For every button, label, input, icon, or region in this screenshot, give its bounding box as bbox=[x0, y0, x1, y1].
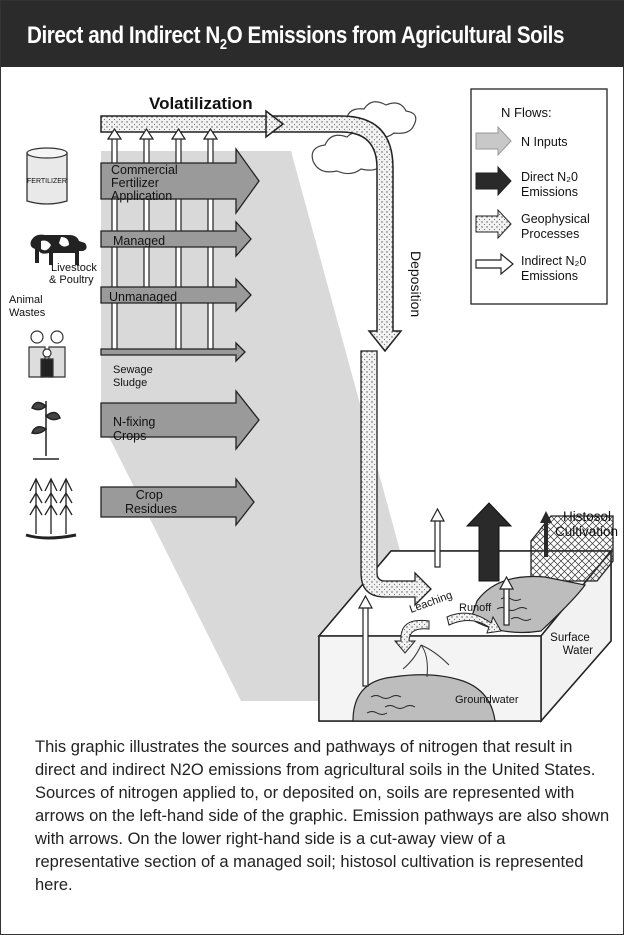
groundwater bbox=[352, 674, 496, 722]
volatilization-label: Volatilization bbox=[149, 94, 253, 113]
direct-emission-arrow bbox=[465, 502, 513, 582]
deposition-to-soil-arrow bbox=[360, 350, 432, 607]
title-bar: Direct and Indirect N2O Emissions from A… bbox=[1, 1, 624, 67]
n-fixing-crops-arrow bbox=[100, 389, 260, 451]
commercial-label: Commercial Fertilizer Application bbox=[111, 163, 181, 203]
volatilization-arrowhead bbox=[265, 109, 285, 139]
legend-direct-arrow bbox=[475, 165, 512, 197]
residues-label: Crop Residues bbox=[125, 488, 177, 516]
surface-water-label: Surface Water bbox=[550, 632, 593, 657]
livestock-label: Livestock & Poultry bbox=[49, 262, 100, 286]
legend-n-inputs-label: N Inputs bbox=[521, 135, 568, 149]
family-icon bbox=[28, 330, 66, 378]
sewage-sludge-arrow bbox=[100, 341, 246, 363]
legend-heading: N Flows: bbox=[501, 105, 552, 120]
svg-text:FERTILIZER: FERTILIZER bbox=[27, 178, 67, 185]
runoff-label: Runoff bbox=[459, 602, 492, 614]
cow-icon bbox=[30, 234, 87, 265]
histosol-emission-arrow bbox=[540, 511, 552, 557]
legend-indirect-arrow bbox=[475, 252, 514, 276]
deposition-label: Deposition bbox=[408, 251, 424, 317]
indirect-emission-arrows bbox=[357, 507, 515, 687]
sewage-label: Sewage Sludge bbox=[113, 364, 156, 389]
figure-title: Direct and Indirect N2O Emissions from A… bbox=[27, 22, 565, 53]
managed-label: Managed bbox=[113, 234, 165, 248]
volatilization-deposition-arrow bbox=[100, 115, 403, 353]
unmanaged-label: Unmanaged bbox=[109, 290, 177, 304]
plant-icon bbox=[30, 401, 61, 460]
groundwater-label: Groundwater bbox=[455, 694, 519, 706]
histosol-label: Histosol Cultivation bbox=[555, 509, 618, 539]
animal-wastes-label: Animal Wastes bbox=[9, 294, 46, 319]
unmanaged-arrow bbox=[100, 277, 252, 313]
nfixing-label: N-fixing Crops bbox=[113, 415, 159, 443]
caption-text: This graphic illustrates the sources and… bbox=[35, 738, 610, 894]
legend-n-inputs-arrow bbox=[475, 125, 512, 157]
trees-icon bbox=[25, 477, 77, 540]
managed-arrow bbox=[100, 220, 252, 258]
legend-geophysical-arrow bbox=[475, 208, 512, 240]
runoff-arrow bbox=[446, 612, 502, 634]
leaching-arrow bbox=[393, 619, 430, 654]
nitrogen-flow-diagram: Volatilization Deposition Commercial Fer… bbox=[9, 88, 618, 723]
fertilizer-bag-icon: FERTILIZER bbox=[26, 147, 68, 205]
commercial-fertilizer-arrow bbox=[100, 146, 260, 216]
crop-residues-arrow bbox=[100, 477, 255, 527]
